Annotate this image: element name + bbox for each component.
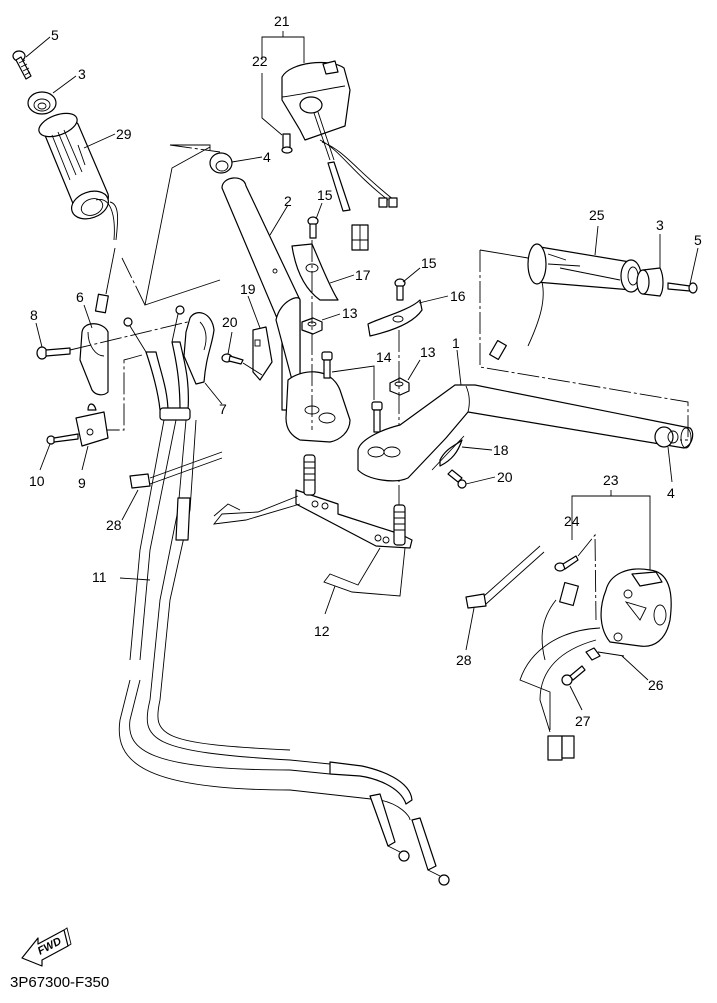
- callout-7: 7: [219, 401, 227, 417]
- part-22-screw: [281, 133, 293, 154]
- callout-28b: 28: [456, 652, 472, 668]
- grip-wire: [105, 247, 116, 295]
- grip-connector: [94, 293, 109, 314]
- callout-29: 29: [116, 126, 132, 142]
- part-5-bolt-left: [12, 50, 32, 80]
- part-14-bolt-b: [371, 401, 383, 433]
- part-16-cover-right: [367, 299, 423, 337]
- callout-8: 8: [30, 307, 38, 323]
- part-8-bolt: [36, 346, 71, 360]
- callout-3b: 3: [656, 217, 664, 233]
- part-3-end-weight-right: [636, 267, 664, 297]
- callout-11: 11: [92, 569, 107, 585]
- part-18-clip: [431, 435, 465, 471]
- callout-18: 18: [493, 442, 509, 458]
- part-19-bracket: [252, 326, 273, 381]
- group-bracket-23: [571, 495, 651, 574]
- part-11-throttle-cables: [118, 341, 450, 886]
- callout-2: 2: [284, 193, 292, 209]
- callout-13b: 13: [420, 344, 436, 360]
- part-28-cable-tie-left: [129, 451, 223, 489]
- callout-21: 21: [274, 13, 290, 29]
- callout-27: 27: [575, 713, 591, 729]
- callout-24: 24: [564, 513, 580, 529]
- callout-4: 4: [263, 149, 271, 165]
- callout-17: 17: [355, 267, 371, 283]
- part-12-cable-holder: [212, 454, 413, 597]
- part-14-bolt-a: [321, 351, 333, 379]
- callout-26: 26: [648, 677, 664, 693]
- part-25-grip-right: [489, 243, 642, 361]
- handlebar-clamp-left: [285, 371, 351, 443]
- part-1-handlebar-right: [357, 384, 694, 482]
- callout-28: 28: [106, 517, 122, 533]
- callout-23: 23: [603, 472, 619, 488]
- part-15-screw-right: [394, 278, 406, 301]
- callout-20: 20: [222, 314, 238, 330]
- part-23-switch-right: [519, 568, 672, 761]
- fwd-arrow-icon: FWD: [21, 927, 72, 967]
- callout-15b: 15: [421, 255, 437, 271]
- part-5-bolt-right: [667, 282, 698, 294]
- callout-15: 15: [317, 187, 333, 203]
- document-id: 3P67300-F350: [10, 974, 110, 991]
- callout-10: 10: [29, 473, 45, 489]
- callout-13: 13: [342, 305, 358, 321]
- callout-1: 1: [452, 335, 460, 351]
- part-17-cover-left: [291, 243, 339, 301]
- part-28-cable-tie-right: [465, 545, 545, 609]
- part-13-nut-right: [389, 377, 410, 396]
- part-4-insert-right: [654, 426, 679, 448]
- part-20-screw-left: [221, 353, 244, 365]
- group-bracket-21: [261, 36, 305, 63]
- part-29-throttle-grip: [38, 112, 119, 241]
- callout-9: 9: [78, 475, 86, 491]
- callout-3: 3: [78, 66, 86, 82]
- part-21-switch-left: [281, 60, 398, 251]
- callout-5: 5: [51, 27, 59, 43]
- part-27-screw: [561, 665, 586, 686]
- part-24-screw: [554, 555, 579, 572]
- part-13-nut-left: [301, 317, 323, 335]
- callout-6: 6: [76, 289, 84, 305]
- part-4-insert-left: [209, 152, 233, 174]
- part-3-end-weight-left: [27, 91, 57, 115]
- callout-19: 19: [240, 281, 256, 297]
- callout-25: 25: [589, 207, 605, 223]
- part-26-switch-lever: [585, 647, 625, 661]
- callout-22: 22: [252, 53, 268, 69]
- part-10-screw: [46, 433, 79, 445]
- callout-4b: 4: [667, 485, 675, 501]
- callout-20b: 20: [497, 469, 513, 485]
- part-20-screw-right: [447, 469, 467, 489]
- part-7-holder-cap: [183, 312, 215, 385]
- callout-16: 16: [450, 288, 466, 304]
- callout-5b: 5: [694, 232, 702, 248]
- callout-14: 14: [376, 349, 392, 365]
- callout-12: 12: [314, 623, 330, 639]
- part-9-cable-guide: [75, 403, 109, 447]
- part-6-throttle-holder: [79, 323, 109, 396]
- part-15-screw-upper: [307, 216, 319, 239]
